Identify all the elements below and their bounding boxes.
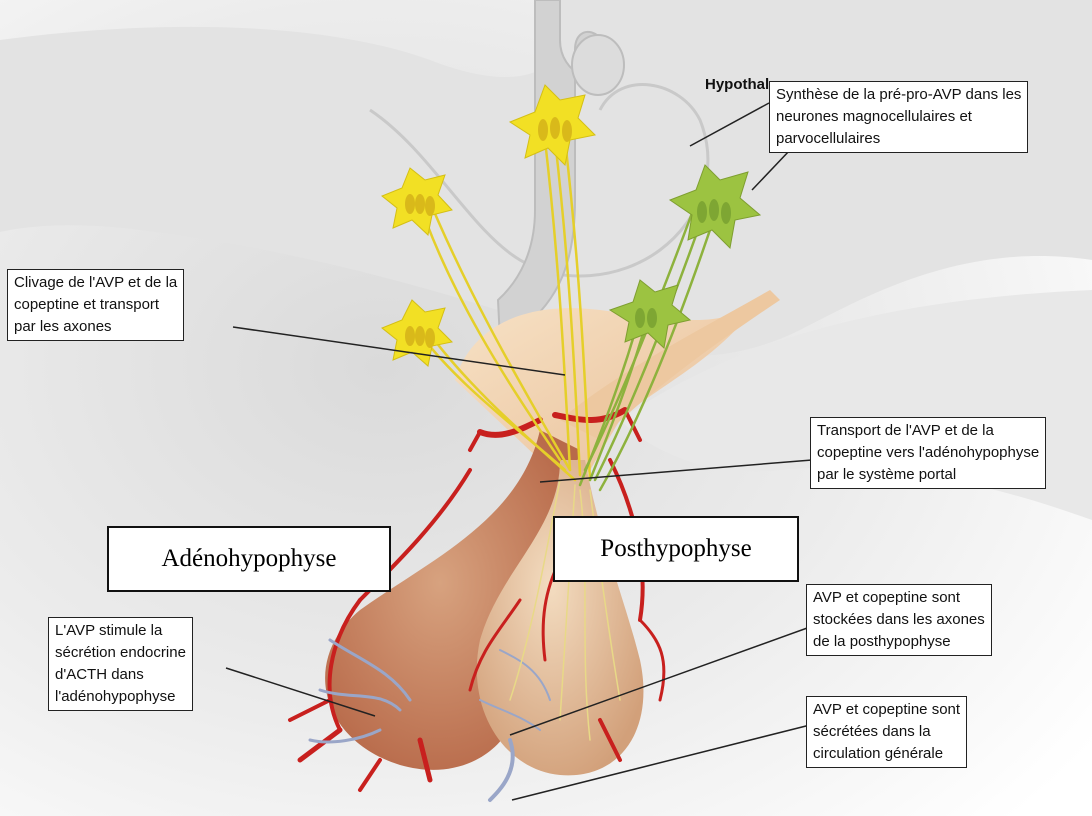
callout-transport-line-2: copeptine vers l'adénohypophyse [817,442,1039,464]
callout-stockage: AVP et copeptine sont stockées dans les … [806,584,992,656]
callout-clivage-line-1: Clivage de l'AVP et de la [14,272,177,294]
callout-clivage: Clivage de l'AVP et de la copeptine et t… [7,269,184,341]
callout-clivage-line-2: copeptine et transport [14,294,177,316]
callout-synthese-line-3: parvocellulaires [776,128,1021,150]
callout-stockage-line-2: stockées dans les axones [813,609,985,631]
callout-clivage-line-3: par les axones [14,316,177,338]
callout-synthese-line-1: Synthèse de la pré-pro-AVP dans les [776,84,1021,106]
callout-transport-line-3: par le système portal [817,464,1039,486]
label-adenohypophyse: Adénohypophyse [107,526,391,592]
callout-acth-line-1: L'AVP stimule la [55,620,186,642]
callout-transport-line-1: Transport de l'AVP et de la [817,420,1039,442]
callout-secretion: AVP et copeptine sont sécrétées dans la … [806,696,967,768]
callout-secretion-line-1: AVP et copeptine sont [813,699,960,721]
callout-stockage-line-3: de la posthypophyse [813,631,985,653]
callout-acth: L'AVP stimule la sécrétion endocrine d'A… [48,617,193,711]
callout-synthese: Synthèse de la pré-pro-AVP dans les neur… [769,81,1028,153]
label-posthypophyse: Posthypophyse [553,516,799,582]
callout-acth-line-2: sécrétion endocrine [55,642,186,664]
optic-chiasm [572,35,624,95]
callout-synthese-line-2: neurones magnocellulaires et [776,106,1021,128]
callout-secretion-line-2: sécrétées dans la [813,721,960,743]
callout-stockage-line-1: AVP et copeptine sont [813,587,985,609]
callout-transport: Transport de l'AVP et de la copeptine ve… [810,417,1046,489]
callout-acth-line-4: l'adénohypophyse [55,686,186,708]
callout-acth-line-3: d'ACTH dans [55,664,186,686]
callout-secretion-line-3: circulation générale [813,743,960,765]
